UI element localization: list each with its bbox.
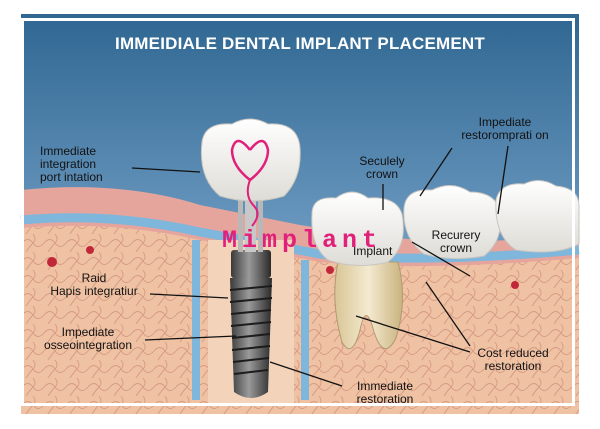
label-implant: Implant [353, 245, 392, 258]
page-title: IMMEIDIALE DENTAL IMPLANT PLACEMENT [115, 34, 485, 53]
watermark-logo: Mimplant [222, 226, 383, 255]
label-text: Implant [353, 244, 393, 258]
